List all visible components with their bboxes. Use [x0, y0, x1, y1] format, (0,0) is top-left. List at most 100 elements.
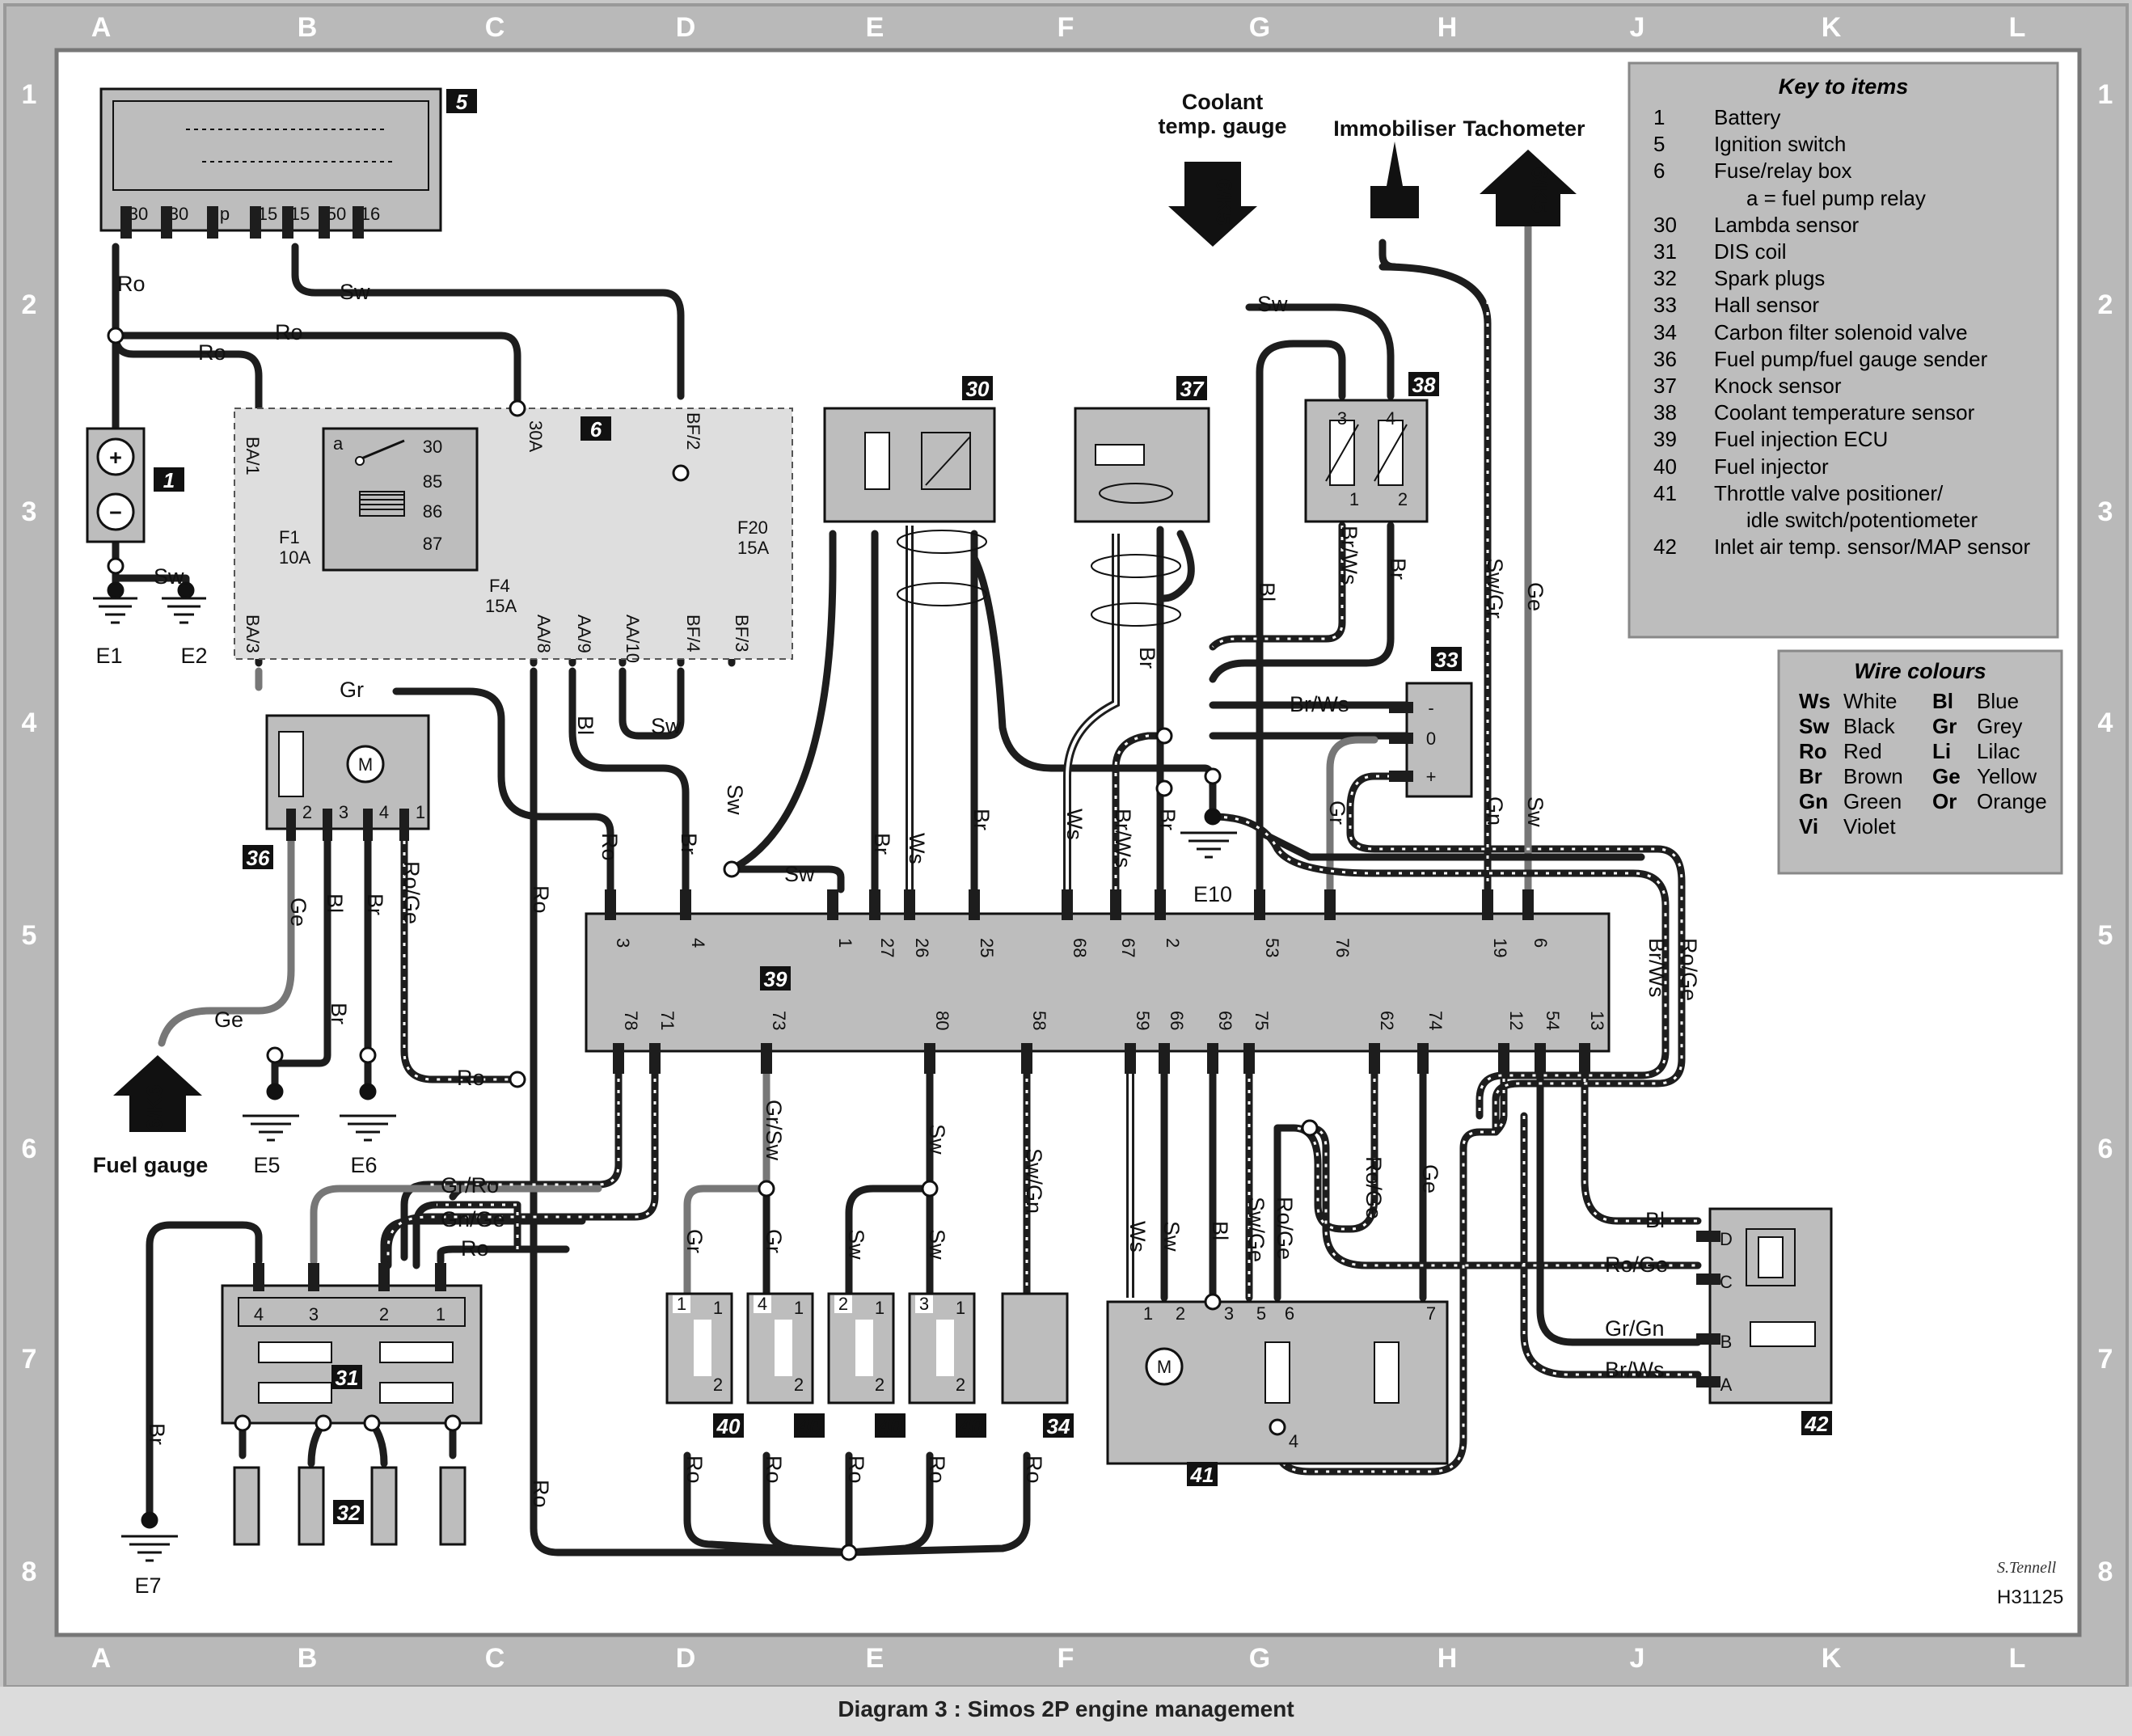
grid-row-label: 8	[22, 1556, 37, 1587]
ecu-top-pin-label: 25	[977, 938, 997, 957]
pump-pin	[399, 809, 409, 841]
wire-junction	[363, 1414, 381, 1432]
wire-label: Ws	[1062, 809, 1087, 840]
key-item-number: 37	[1653, 374, 1677, 399]
badge-number: 6	[590, 417, 602, 441]
throttle-pin-label: 4	[1289, 1431, 1298, 1451]
earth-junction	[266, 1083, 284, 1100]
wire-junction	[723, 860, 741, 878]
earth-label: E2	[180, 644, 207, 668]
ecu-top-pin-label: 26	[912, 938, 932, 957]
coil-pin	[378, 1263, 390, 1291]
wire-junction	[107, 557, 125, 575]
wire-colour-code: Vi	[1799, 814, 1819, 838]
signature: S.Tennell	[1997, 1559, 2057, 1577]
component-number-badge: 40	[875, 1413, 906, 1438]
wire-label: Sw	[844, 1229, 868, 1260]
ecu-bottom-pin-label: 80	[932, 1011, 952, 1030]
wire-junction	[234, 1414, 251, 1432]
ecu-bottom-pin	[649, 1043, 661, 1074]
ecu-bottom-pin	[1021, 1043, 1032, 1074]
ecu-bottom-pin	[1579, 1043, 1590, 1074]
coil-pin-label: 4	[254, 1304, 264, 1324]
grid-column-label: H	[1438, 1643, 1458, 1674]
grid-row-label: 8	[2098, 1556, 2113, 1587]
ecu-top-pin	[605, 889, 616, 920]
earth-label: E1	[95, 644, 122, 668]
fuse-label: F4	[489, 576, 510, 596]
wire-junction	[1269, 1418, 1286, 1436]
wire-junction	[107, 327, 125, 344]
wire-label: Ro/Ge	[1273, 1197, 1297, 1260]
wire-label: Gn	[1483, 796, 1507, 826]
tachometer-ref: 6/K5	[1527, 167, 1552, 213]
wire-junction	[1155, 779, 1173, 797]
wire-label: Sw	[784, 862, 815, 886]
injector-pin-label: 2	[956, 1375, 965, 1395]
badge-bg	[1176, 376, 1207, 400]
pump-pin-label: 4	[379, 802, 389, 822]
badge-bg	[580, 416, 611, 441]
ecu-top-pin-label: 76	[1332, 938, 1353, 957]
wire-colour-name: Violet	[1843, 814, 1896, 838]
badge-number: 38	[1412, 373, 1436, 397]
wire-colour-name: Orange	[1977, 789, 2047, 813]
wire-label: Br	[1386, 558, 1410, 580]
wire-label: Sw	[154, 564, 184, 589]
wire-junction	[444, 1414, 462, 1432]
map-pin-label: B	[1720, 1332, 1733, 1352]
injector-pin-label: 2	[713, 1375, 723, 1395]
fuel-gauge-label: Fuel gauge	[93, 1153, 209, 1177]
injector-coil	[694, 1320, 711, 1376]
wire-label: Br/Ws	[1644, 938, 1669, 998]
key-item-number: 33	[1653, 293, 1677, 318]
key-item-label: Throttle valve positioner/	[1714, 480, 1944, 505]
ignition-terminal-pin	[353, 206, 364, 239]
fuse-relay-box	[234, 408, 793, 660]
battery: + −	[86, 427, 146, 543]
badge-number: 40	[878, 1414, 902, 1438]
component-number-badge: 42	[1801, 1411, 1832, 1436]
badge-number: 34	[1047, 1414, 1070, 1438]
ignition-terminal-pin	[120, 206, 132, 239]
wire-junction	[509, 399, 526, 417]
wire-label: Br/Ws	[1290, 692, 1349, 716]
wire-label: Br	[363, 893, 387, 915]
key-item-label: Hall sensor	[1714, 293, 1820, 318]
fuel-gauge-ref: 6/K6	[142, 1084, 167, 1130]
grid-column-label: J	[1630, 12, 1645, 43]
motor-symbol: M	[358, 754, 373, 775]
fuse-box-pin-label: BF/3	[732, 615, 752, 652]
wire-label: Sw	[723, 784, 747, 815]
grid-column-label: A	[91, 12, 112, 43]
spark-plugs	[233, 1466, 467, 1546]
injector-id-box	[673, 1295, 690, 1313]
fuse-box-pin-label: AA/9	[574, 615, 594, 653]
ecu-top-pin-label: 53	[1262, 938, 1282, 957]
throttle-pin-label: 7	[1426, 1303, 1436, 1324]
grid-column-label: H	[1438, 12, 1458, 43]
ecu-top-pin	[904, 889, 915, 920]
relay-terminal-label: 85	[423, 471, 442, 492]
injector-coil	[936, 1320, 954, 1376]
badge-bg	[956, 1413, 986, 1438]
wire-label: Gn/Ge	[441, 1207, 505, 1231]
wire-colour-code: Br	[1799, 764, 1822, 788]
throttle-pin-label: 3	[1224, 1303, 1234, 1324]
map-pin	[1696, 1273, 1720, 1285]
key-item-number: 1	[1653, 105, 1665, 129]
wire-label: Ro	[117, 272, 146, 296]
fuse-label: 15A	[485, 596, 517, 616]
fuse-box-pin-label: BF/2	[683, 412, 703, 450]
grid-row-label: 5	[2098, 920, 2113, 951]
component-number-badge: 6	[580, 416, 611, 441]
hall-sensor: -0+	[1389, 682, 1473, 798]
component-number-badge: 40	[794, 1413, 825, 1438]
ecu-bottom-pin	[613, 1043, 624, 1074]
earth-label: E6	[350, 1153, 377, 1177]
